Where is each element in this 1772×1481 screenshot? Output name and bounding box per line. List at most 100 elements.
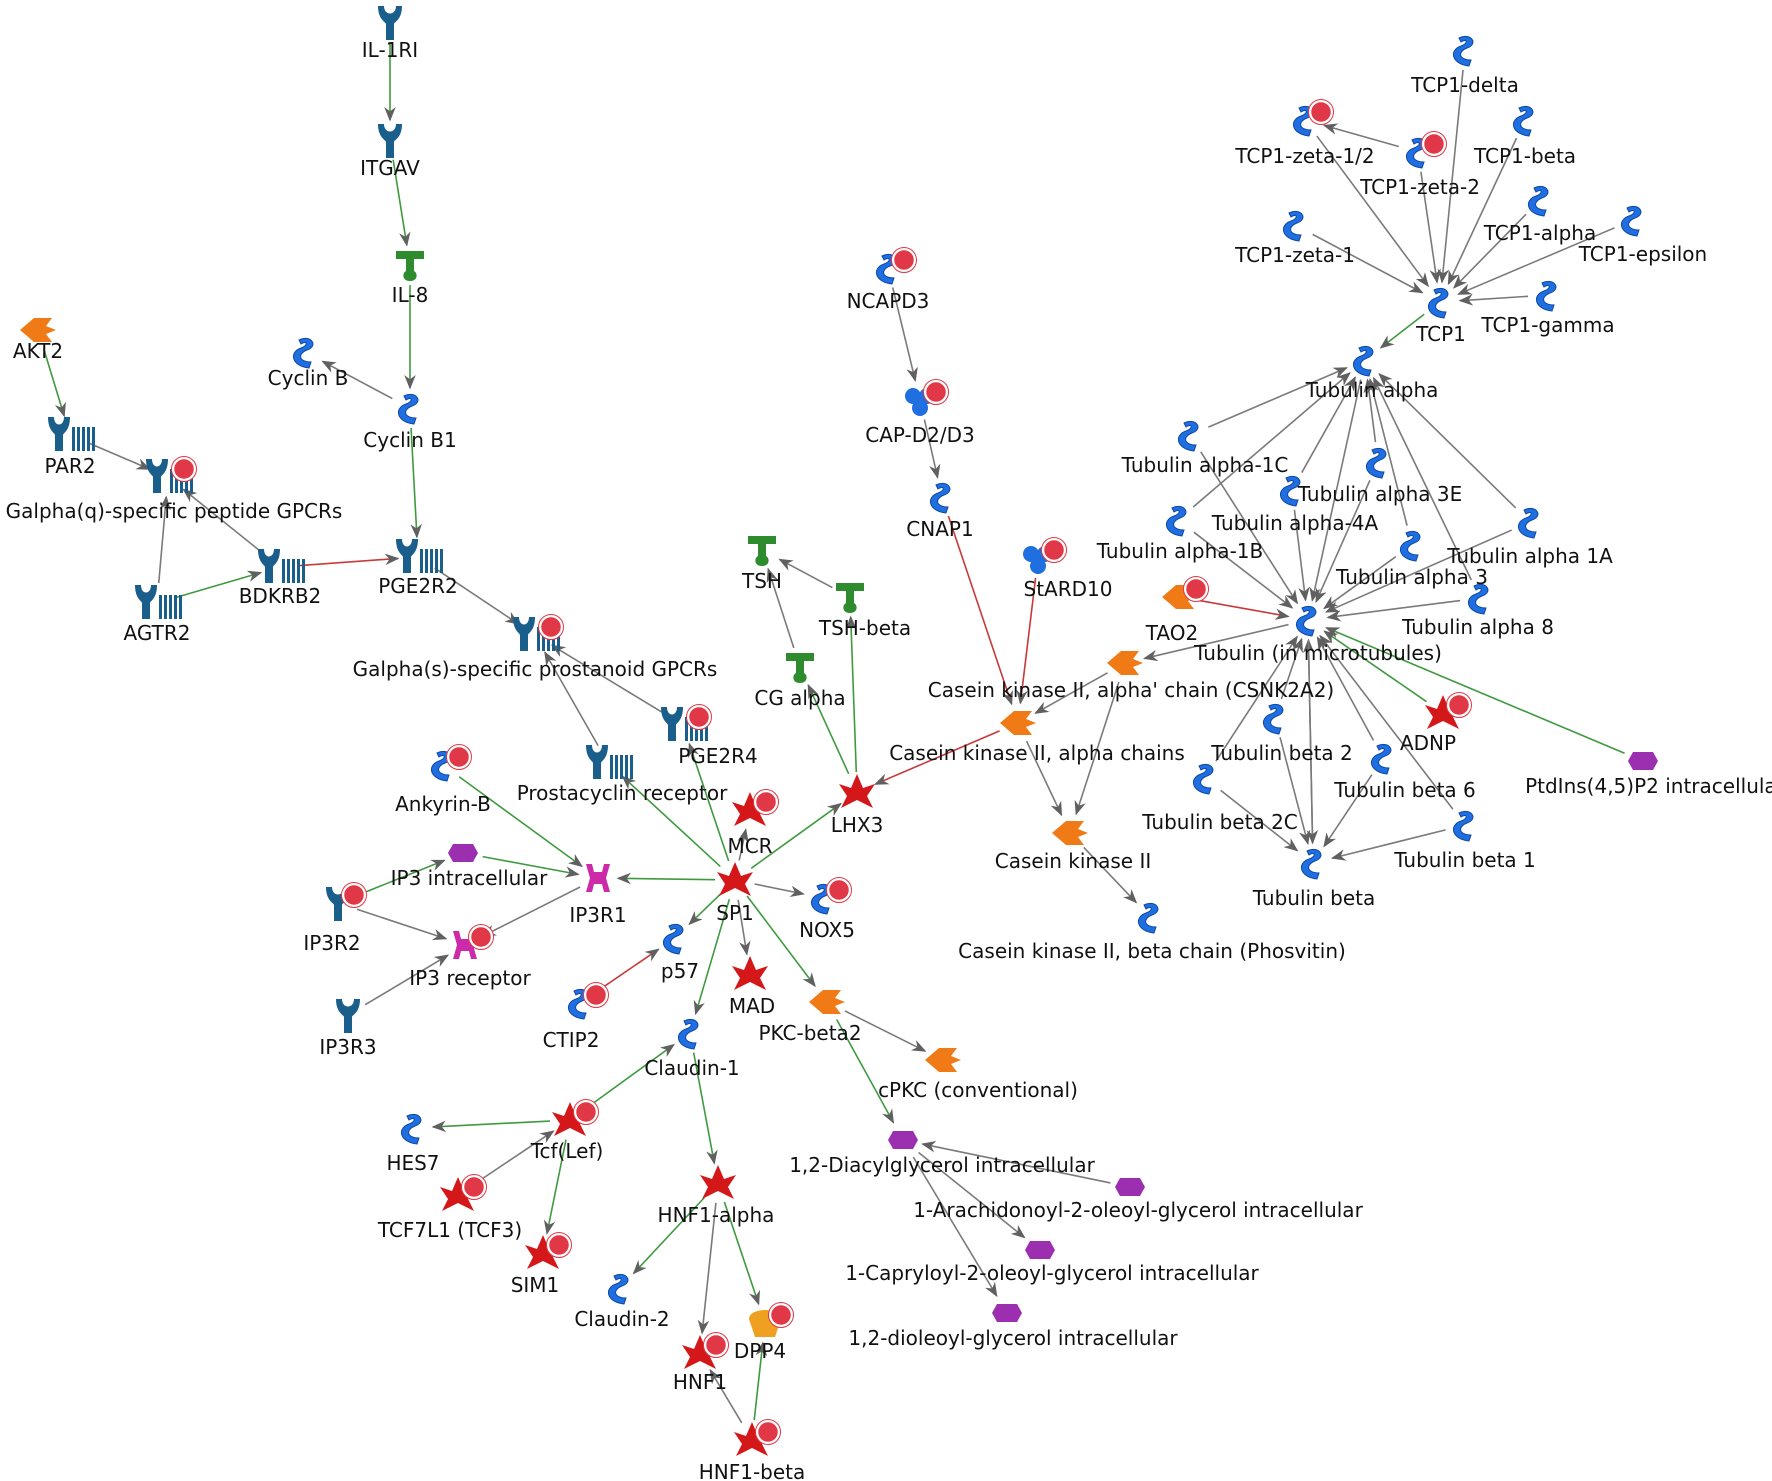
edge-sp1-to-mad (737, 899, 751, 956)
node-pge2r2[interactable]: PGE2R2 (378, 539, 458, 598)
node-tcp1beta[interactable]: TCP1-beta (1473, 105, 1576, 168)
node-sp1[interactable]: SP1 (716, 862, 754, 925)
node-tubb2[interactable]: Tubulin beta 2 (1210, 703, 1353, 765)
node-tubb2c[interactable]: Tubulin beta 2C (1141, 763, 1298, 834)
node-cyclinb[interactable]: Cyclin B (268, 337, 349, 390)
node-label: Ankyrin-B (395, 792, 491, 816)
node-akt2[interactable]: AKT2 (13, 318, 63, 363)
node-sim1[interactable]: SIM1 (511, 1232, 572, 1298)
node-stard10[interactable]: StARD10 (1023, 537, 1112, 602)
node-ip3r3[interactable]: IP3R3 (319, 999, 377, 1059)
node-label: IP3 intracellular (391, 866, 548, 890)
node-arach[interactable]: 1-Arachidonoyl-2-oleoyl-glycerol intrace… (913, 1178, 1364, 1222)
node-label: p57 (661, 959, 699, 983)
node-capd2[interactable]: CAP-D2/D3 (865, 379, 975, 448)
ligand-node-icon (836, 583, 864, 613)
node-tcflef[interactable]: Tcf(Lef) (530, 1099, 604, 1164)
node-cyclinb1[interactable]: Cyclin B1 (363, 393, 457, 452)
node-prostacyclin[interactable]: Prostacyclin receptor (517, 745, 728, 805)
node-tuba1a[interactable]: Tubulin alpha 1A (1446, 507, 1613, 568)
node-label: MAD (729, 994, 775, 1018)
node-tuba8[interactable]: Tubulin alpha 8 (1401, 583, 1554, 639)
node-ip3intra[interactable]: IP3 intracellular (391, 844, 548, 890)
protein-node-icon (1296, 605, 1317, 637)
node-dag[interactable]: 1,2-Diacylglycerol intracellular (789, 1131, 1096, 1177)
node-tuba3e[interactable]: Tubulin alpha 3E (1297, 447, 1463, 506)
node-cpkc[interactable]: cPKC (conventional) (878, 1048, 1078, 1102)
edge-ankyrinb-to-ip3r1 (458, 776, 584, 868)
node-tcp1alpha[interactable]: TCP1-alpha (1483, 185, 1596, 245)
node-gs[interactable]: Galpha(s)-specific prostanoid GPCRs (353, 614, 718, 682)
node-lhx3[interactable]: LHX3 (831, 774, 884, 837)
node-tcp1delta[interactable]: TCP1-delta (1410, 35, 1519, 97)
node-ip3r1[interactable]: IP3R1 (569, 864, 627, 927)
node-capryl[interactable]: 1-Capryloyl-2-oleoyl-glycerol intracellu… (845, 1241, 1260, 1285)
node-itgav[interactable]: ITGAV (360, 124, 420, 180)
node-tubb1[interactable]: Tubulin beta 1 (1393, 810, 1536, 872)
node-dioleoyl[interactable]: 1,2-dioleoyl-glycerol intracellular (848, 1304, 1178, 1350)
node-tcp1gamma[interactable]: TCP1-gamma (1480, 280, 1615, 337)
node-mcr[interactable]: MCR (727, 789, 779, 859)
node-label: Tubulin beta 2 (1210, 741, 1353, 765)
node-ck2[interactable]: Casein kinase II (995, 821, 1151, 873)
edge-lhx3-to-tshbeta (845, 615, 858, 773)
node-bdkrb2[interactable]: BDKRB2 (239, 549, 322, 608)
node-ankyrinb[interactable]: Ankyrin-B (395, 744, 491, 817)
node-pge2r4[interactable]: PGE2R4 (661, 704, 758, 769)
node-tshbeta[interactable]: TSH-beta (818, 583, 911, 640)
edge-sp1-to-p57 (688, 893, 722, 926)
edge-hnf1alpha-to-claudin2 (632, 1197, 705, 1275)
node-dpp4[interactable]: DPP4 (734, 1302, 794, 1364)
node-p57[interactable]: p57 (661, 923, 699, 983)
node-tuba1c[interactable]: Tubulin alpha-1C (1121, 420, 1289, 477)
node-ck2beta[interactable]: Casein kinase II, beta chain (Phosvitin) (958, 902, 1346, 963)
node-tcp1z2[interactable]: TCP1-zeta-2 (1359, 131, 1480, 200)
node-tcp1eps[interactable]: TCP1-epsilon (1578, 205, 1707, 266)
node-ip3r2[interactable]: IP3R2 (303, 882, 367, 956)
node-tubmt[interactable]: Tubulin (in microtubules) (1193, 605, 1442, 665)
node-tao2[interactable]: TAO2 (1145, 576, 1209, 646)
node-tsh[interactable]: TSH (741, 536, 782, 593)
node-il8[interactable]: IL-8 (392, 251, 429, 307)
node-label: 1,2-dioleoyl-glycerol intracellular (848, 1326, 1178, 1350)
node-tuba3[interactable]: Tubulin alpha 3 (1335, 530, 1488, 589)
node-ck2alpha[interactable]: Casein kinase II, alpha chains (889, 711, 1185, 765)
node-agtr2[interactable]: AGTR2 (124, 585, 191, 645)
node-tuba4a[interactable]: Tubulin alpha-4A (1211, 475, 1379, 535)
node-tcp1z12[interactable]: TCP1-zeta-1/2 (1234, 99, 1375, 169)
node-hnf1[interactable]: HNF1 (673, 1332, 729, 1395)
node-tubb[interactable]: Tubulin beta (1252, 848, 1375, 910)
node-claudin1[interactable]: Claudin-1 (644, 1018, 740, 1080)
node-ncapd3[interactable]: NCAPD3 (847, 247, 930, 314)
node-cgalpha[interactable]: CG alpha (754, 653, 846, 710)
node-tubb6[interactable]: Tubulin beta 6 (1333, 743, 1476, 802)
node-tcp1z1[interactable]: TCP1-zeta-1 (1234, 210, 1355, 267)
node-ck2alphaP[interactable]: Casein kinase II, alpha' chain (CSNK2A2) (928, 651, 1334, 702)
highlight-marker-icon (923, 379, 949, 405)
node-par2[interactable]: PAR2 (44, 417, 96, 478)
node-il1ri[interactable]: IL-1RI (362, 6, 418, 62)
node-mad[interactable]: MAD (729, 956, 775, 1018)
node-ip3receptor[interactable]: IP3 receptor (409, 924, 531, 991)
node-hes7[interactable]: HES7 (386, 1113, 440, 1175)
node-nox5[interactable]: NOX5 (799, 877, 855, 943)
node-claudin2[interactable]: Claudin-2 (574, 1273, 670, 1331)
protein-node-icon (1400, 530, 1421, 562)
node-hnf1alpha[interactable]: HNF1-alpha (658, 1165, 775, 1227)
node-tuba[interactable]: Tubulin alpha (1305, 345, 1439, 402)
node-gq[interactable]: Galpha(q)-specific peptide GPCRs (6, 456, 343, 524)
node-label: PGE2R2 (378, 574, 458, 598)
node-adnp[interactable]: ADNP (1400, 692, 1472, 756)
node-tcp1[interactable]: TCP1 (1415, 287, 1466, 346)
node-ptdins[interactable]: PtdIns(4,5)P2 intracellular (1525, 752, 1772, 798)
node-hnf1beta[interactable]: HNF1-beta (699, 1419, 806, 1481)
kinase-node-icon (1107, 651, 1143, 675)
node-tuba1b[interactable]: Tubulin alpha-1B (1096, 505, 1263, 563)
node-cnap1[interactable]: CNAP1 (906, 482, 974, 541)
node-pkcbeta2[interactable]: PKC-beta2 (758, 990, 862, 1045)
node-tcf7l1[interactable]: TCF7L1 (TCF3) (377, 1174, 522, 1243)
node-ctip2[interactable]: CTIP2 (543, 982, 609, 1053)
edge-tuba3-to-tubmt (1323, 556, 1397, 610)
node-label: Cyclin B1 (363, 428, 456, 452)
